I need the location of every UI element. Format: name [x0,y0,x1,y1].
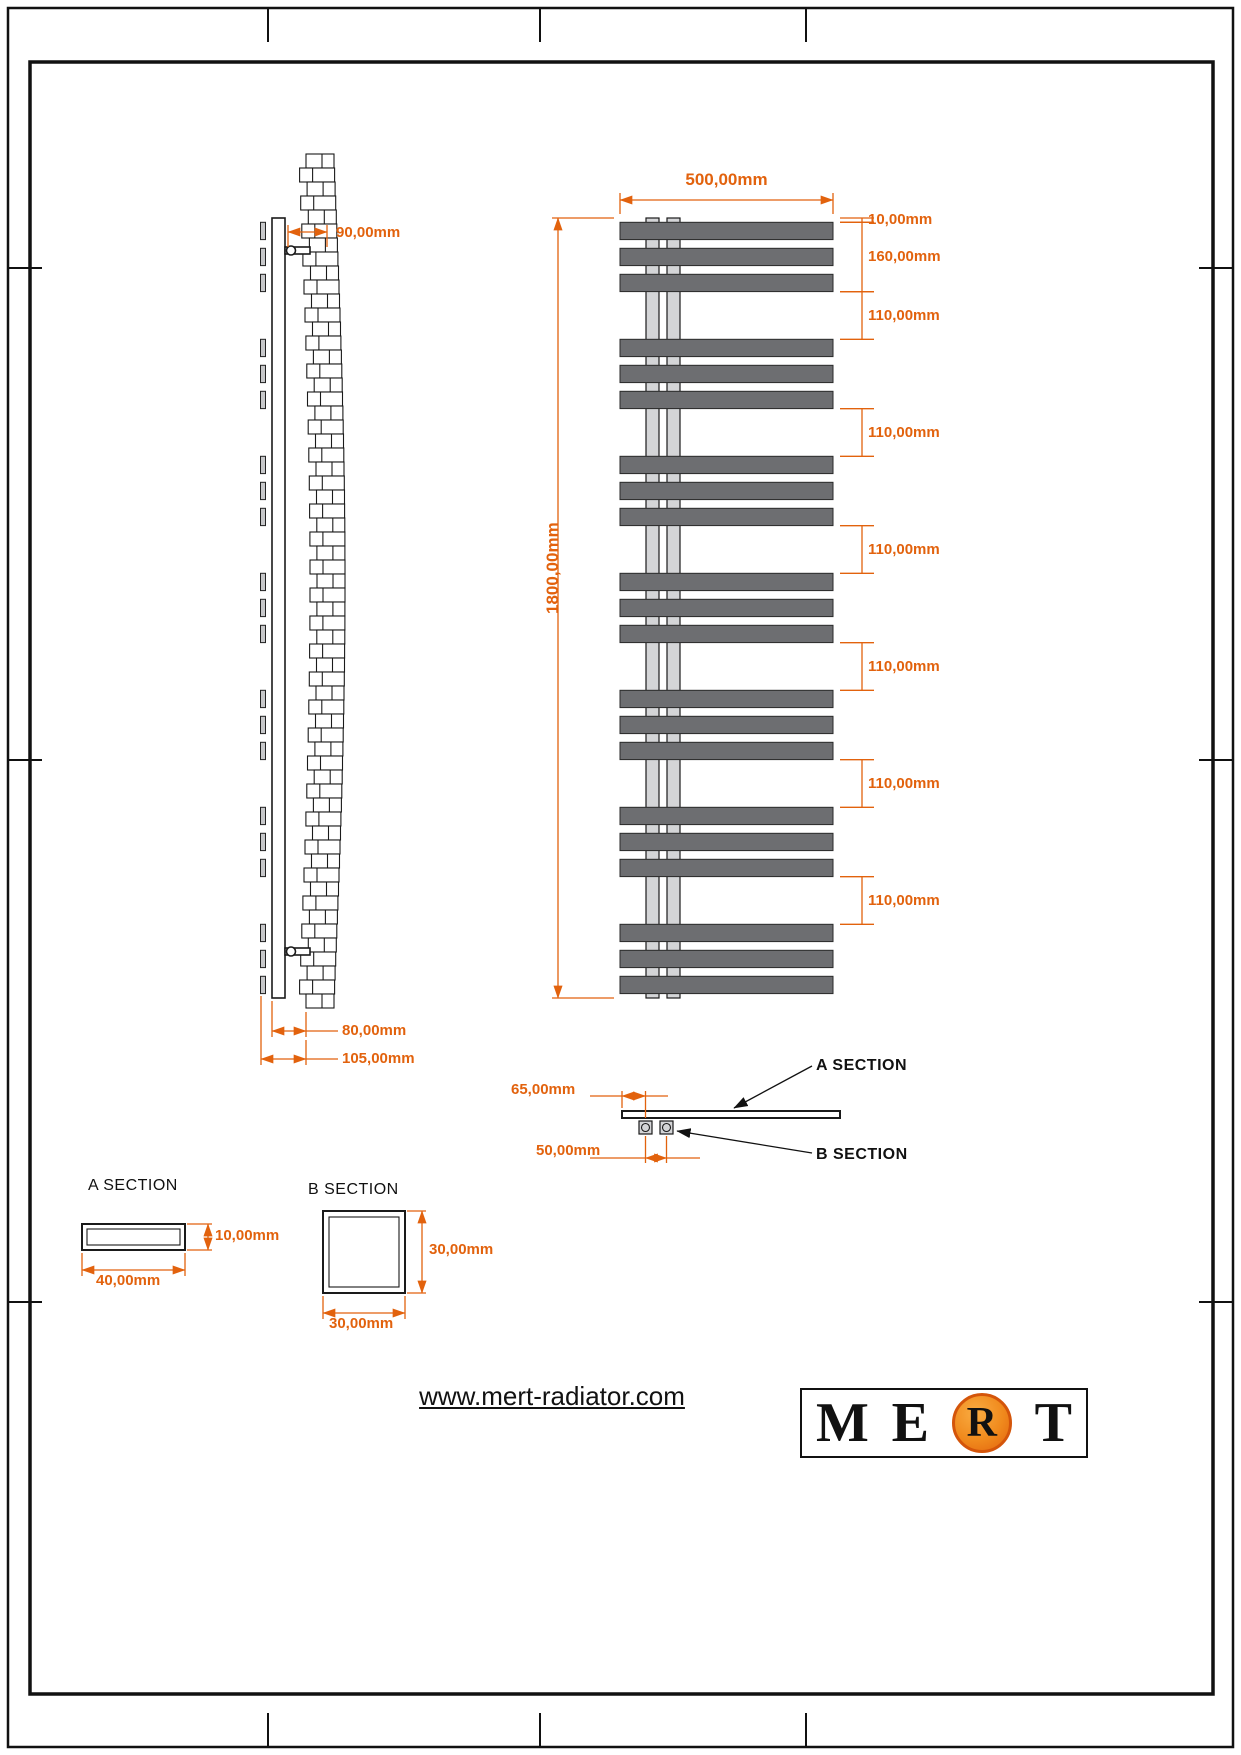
towel-bar-end [260,338,266,358]
sheet-frame [6,6,1235,1749]
towel-bar-end [260,806,266,826]
logo-letter-r: R [966,1400,997,1446]
logo-letter-m: M [816,1392,869,1454]
detail-b-section [322,1210,427,1319]
dim-right-3: 110,00mm [868,424,940,441]
towel-bar-end [260,390,266,410]
towel-bar [619,923,834,943]
outer-border [6,6,1235,1749]
front-view [552,193,874,999]
towel-bar-end [260,364,266,384]
dim-b-height-30: 30,00mm [429,1241,494,1258]
dim-right-1: 160,00mm [868,248,941,265]
towel-bar-end [260,247,266,267]
towel-bar-end [260,975,266,995]
towel-bar-end [260,507,266,527]
dim-height-1800: 1800,00mm [543,522,562,614]
tube-section-left [638,1120,653,1135]
plan-section-view [590,1065,841,1163]
dim-depth-105: 105,00mm [342,1050,415,1067]
towel-bar [619,624,834,644]
towel-bar [619,949,834,969]
dim-tube-spacing-50: 50,00mm [536,1142,601,1159]
b-section-pointer-label: B SECTION [816,1146,908,1163]
towel-bar [619,221,834,241]
dim-a-width-40: 40,00mm [96,1272,161,1289]
towel-bar [619,806,834,826]
towel-bar-end [260,624,266,644]
a-section-pointer-label: A SECTION [816,1057,908,1074]
side-view [260,153,346,1065]
towel-bar-end [260,741,266,761]
towel-bar-end [260,221,266,241]
towel-bar [619,507,834,527]
towel-bar-end [260,923,266,943]
towel-bar-end [260,715,266,735]
b-section-leader [676,1128,813,1154]
dim-right-5: 110,00mm [868,658,940,675]
towel-bar-end [260,949,266,969]
logo-circle: R [951,1393,1012,1453]
inner-border [28,60,1215,1696]
towel-bar [619,572,834,592]
wall-bracket-top [284,245,311,256]
towel-bar [619,338,834,358]
plan-section-dimensions [590,1091,700,1163]
towel-bar [619,455,834,475]
towel-bar [619,390,834,410]
towel-bar-end [260,832,266,852]
dim-a-thickness-10: 10,00mm [215,1227,280,1244]
towel-bar [619,832,834,852]
towel-bar-end [260,273,266,293]
dim-right-6: 110,00mm [868,775,940,792]
dim-right-2: 110,00mm [868,307,940,324]
front-view-dimensions [552,193,874,999]
dim-right-4: 110,00mm [868,541,940,558]
towel-bar [619,364,834,384]
collector-side-profile [271,217,286,999]
dim-right-0: 10,00mm [868,211,933,228]
towel-bar [619,481,834,501]
dim-bracket-90: 90,00mm [336,224,401,241]
towel-bar-end [260,689,266,709]
towel-bar [619,975,834,995]
towel-bars [619,221,834,995]
flat-bar-plan [621,1110,841,1119]
towel-bar-end [260,572,266,592]
towel-bar-end [260,598,266,618]
logo-letter-e: E [891,1392,930,1454]
dim-depth-80: 80,00mm [342,1022,407,1039]
tube-section-right [659,1120,674,1135]
dim-b-width-30: 30,00mm [329,1315,394,1332]
brick-wall [299,153,346,1009]
website-url: www.mert-radiator.com [419,1381,685,1411]
towel-bar [619,247,834,267]
towel-bar-end [260,455,266,475]
detail-b-title: B SECTION [308,1181,399,1198]
detail-a-section [81,1223,213,1276]
towel-bar-end [260,481,266,501]
detail-a-title: A SECTION [88,1177,178,1194]
wall-bracket-bottom [284,946,311,957]
towel-bar [619,273,834,293]
towel-bar [619,858,834,878]
dim-width-500: 500,00mm [685,170,768,189]
side-view-dimensions [260,225,338,1065]
towel-bar-ends [260,221,266,995]
towel-bar [619,741,834,761]
towel-bar [619,598,834,618]
towel-bar-end [260,858,266,878]
mert-logo: M E R T [800,1388,1088,1458]
towel-bar [619,715,834,735]
dim-edge-to-tube-65: 65,00mm [511,1081,576,1098]
dim-right-7: 110,00mm [868,892,940,909]
a-section-leader [733,1065,813,1109]
logo-letter-t: T [1034,1392,1072,1454]
towel-bar [619,689,834,709]
